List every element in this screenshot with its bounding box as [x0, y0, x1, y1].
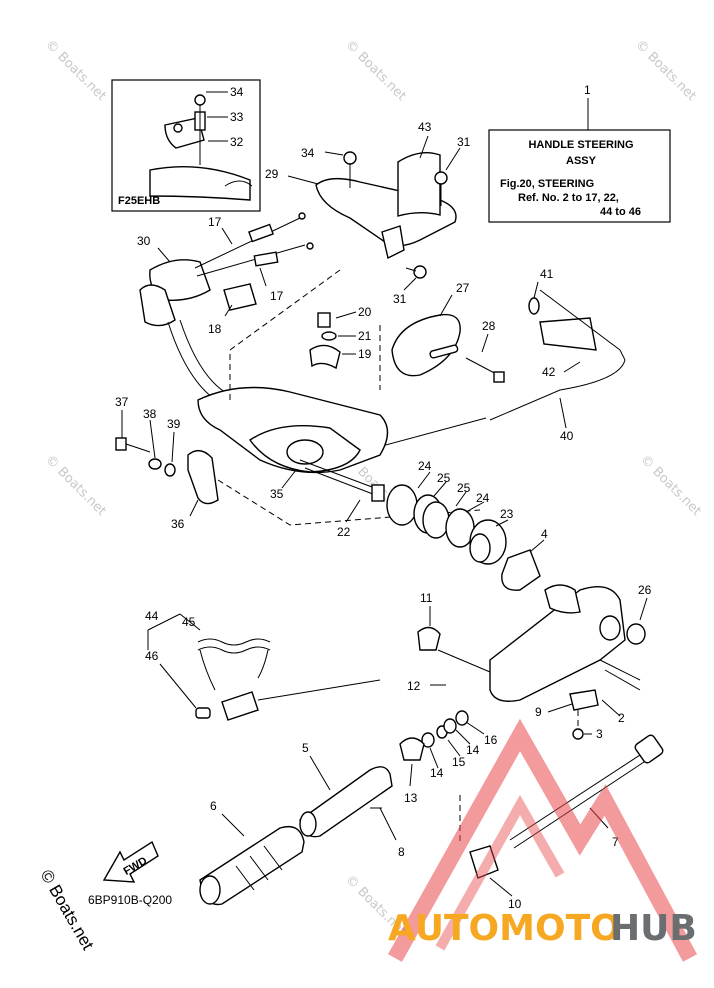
callout-22: 22	[337, 525, 351, 539]
watermark: © Boats.net	[632, 37, 699, 104]
callout-15: 15	[452, 755, 466, 769]
callout-7: 7	[612, 835, 619, 849]
callout-26: 26	[638, 583, 652, 597]
fwd-arrow-icon: FWD	[102, 840, 159, 883]
brand-part-b: HUB	[610, 908, 697, 949]
callout-6: 6	[210, 799, 217, 813]
throttle-shaft: 7 10	[459, 734, 664, 911]
inset-box: 34 33 32 F25EHB	[111, 79, 261, 212]
callout-11: 11	[420, 591, 433, 605]
watermark: © Boats.net	[42, 452, 109, 519]
stop-switch-group: 44 45 46	[145, 609, 381, 721]
callout-inset-34: 34	[230, 85, 244, 99]
info-title-2: ASSY	[566, 155, 597, 167]
callout-14b: 14	[466, 743, 480, 757]
callout-17a: 17	[208, 215, 222, 229]
upper-cover: 29 34 43 31 31	[265, 120, 471, 306]
callout-17b: 17	[270, 289, 284, 303]
callout-2: 2	[618, 711, 625, 725]
callout-36: 36	[171, 517, 185, 531]
callout-24a: 24	[418, 459, 432, 473]
callout-10: 10	[508, 897, 522, 911]
callout-1: 1	[584, 83, 591, 97]
callout-35: 35	[270, 487, 284, 501]
brand-logo: AUTOMOTO HUB	[388, 718, 698, 962]
callout-37: 37	[115, 395, 129, 409]
info-fig: Fig.20, STEERING	[500, 178, 594, 190]
grip-group: 5 6 8	[199, 741, 405, 906]
steering-bracket: 26 9 3 2	[489, 583, 652, 741]
watermark: © Boats.net	[637, 452, 704, 519]
callout-39: 39	[167, 417, 181, 431]
watermark: © Boats.net	[42, 37, 109, 104]
callout-45: 45	[182, 615, 196, 629]
throttle-link-group: 41 42 40	[299, 267, 626, 469]
callout-4: 4	[541, 527, 548, 541]
callout-29: 29	[265, 167, 279, 181]
info-title-1: HANDLE STEERING	[528, 139, 633, 151]
callout-19: 19	[358, 347, 372, 361]
callout-18: 18	[208, 322, 222, 336]
callout-44: 44	[145, 609, 159, 623]
callout-25a: 25	[437, 471, 451, 485]
callout-40: 40	[560, 429, 574, 443]
callout-12: 12	[407, 679, 421, 693]
diagram-code: 6BP910B-Q200	[88, 893, 172, 907]
callout-9: 9	[535, 705, 542, 719]
callout-14a: 14	[430, 766, 444, 780]
copyright-vertical: © Boats.net	[37, 867, 98, 954]
callout-20: 20	[358, 305, 372, 319]
callout-38: 38	[143, 407, 157, 421]
callout-31b: 31	[393, 292, 407, 306]
callout-25b: 25	[457, 481, 471, 495]
watermark: © Boats.net	[342, 37, 409, 104]
callout-16: 16	[484, 733, 498, 747]
callout-24b: 24	[476, 491, 490, 505]
callout-34: 34	[301, 146, 315, 160]
callout-28: 28	[482, 319, 496, 333]
info-box: 1 HANDLE STEERING ASSY Fig.20, STEERING …	[488, 83, 671, 223]
bushings: 24 25 25 24 23 4	[386, 459, 548, 591]
handle-bracket: 35 22	[167, 269, 389, 539]
info-ref-1: Ref. No. 2 to 17, 22,	[518, 192, 619, 204]
callout-41: 41	[540, 267, 554, 281]
callout-31a: 31	[457, 135, 471, 149]
friction-parts: 11 12 16 14 15 14 13	[399, 591, 498, 805]
callout-30: 30	[137, 234, 151, 248]
callout-23: 23	[500, 507, 514, 521]
callout-inset-32: 32	[230, 135, 244, 149]
callout-8: 8	[398, 845, 405, 859]
info-ref-2: 44 to 46	[600, 206, 641, 218]
callout-46: 46	[145, 649, 159, 663]
bracket-group: 27 28	[391, 281, 505, 383]
inset-label: F25EHB	[118, 195, 160, 207]
callout-5: 5	[302, 741, 309, 755]
callout-43: 43	[418, 120, 432, 134]
brand-part-a: AUTOMOTO	[388, 908, 621, 949]
callout-27: 27	[456, 281, 470, 295]
callout-13: 13	[404, 791, 418, 805]
callout-42: 42	[542, 365, 556, 379]
fastener-group: 20 21 19	[309, 305, 372, 370]
callout-21: 21	[358, 329, 372, 343]
callout-3: 3	[596, 727, 603, 741]
cable-group: 17 17 30 18	[137, 212, 314, 336]
callout-inset-33: 33	[230, 110, 244, 124]
